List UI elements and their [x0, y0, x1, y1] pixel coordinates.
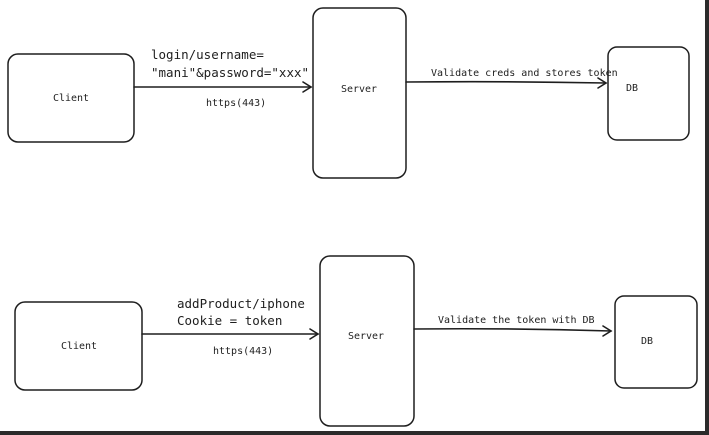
bottom-protocol-label: https(443): [213, 346, 273, 357]
top-db-action-label: Validate creds and stores token: [431, 68, 618, 79]
bottom-server-box[interactable]: [319, 255, 415, 427]
bottom-db-action-label: Validate the token with DB: [438, 315, 595, 326]
top-server-box[interactable]: [312, 7, 407, 179]
top-client-server-arrowhead: [302, 81, 313, 93]
bottom-db-box[interactable]: [614, 295, 698, 389]
top-db-box[interactable]: [607, 46, 690, 141]
bottom-client-label: Client: [61, 341, 97, 352]
top-request-line1: login/username=: [151, 47, 264, 62]
bottom-server-db-edge: [413, 327, 612, 332]
top-db-label: DB: [626, 83, 638, 94]
bottom-db-label: DB: [641, 336, 653, 347]
top-server-db-arrowhead: [597, 77, 608, 89]
top-server-db-edge: [405, 80, 607, 84]
top-flow: Client Server DB login/username= "mani"&…: [7, 7, 690, 179]
bottom-server-label: Server: [348, 331, 384, 342]
top-protocol-label: https(443): [206, 98, 266, 109]
top-client-label: Client: [53, 93, 89, 104]
bottom-flow: Client Server DB addProduct/iphone Cooki…: [14, 255, 698, 427]
top-request-line2: "mani"&password="xxx": [151, 65, 309, 80]
bottom-request-line1: addProduct/iphone: [177, 296, 305, 311]
bottom-client-server-arrowhead: [309, 328, 320, 340]
bottom-client-box[interactable]: [14, 301, 143, 391]
bottom-server-db-arrowhead: [602, 325, 613, 337]
top-server-label: Server: [341, 84, 377, 95]
top-client-box[interactable]: [7, 53, 135, 143]
bottom-request-line2: Cookie = token: [177, 313, 282, 328]
